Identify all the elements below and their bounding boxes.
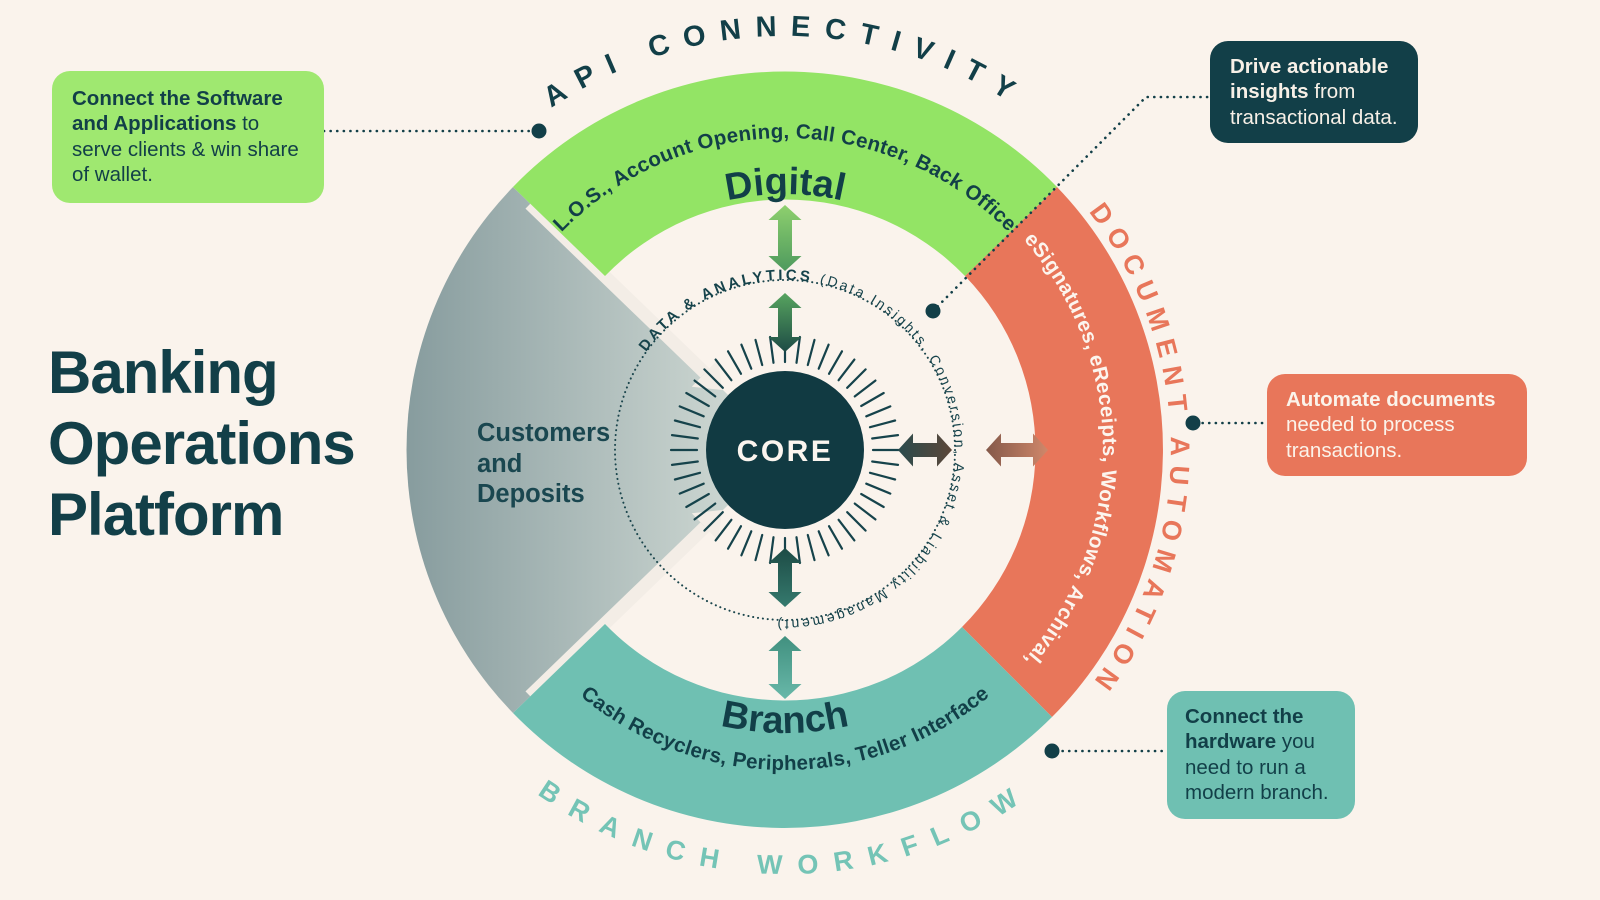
segment-document-automation <box>962 187 1163 717</box>
callout-connectors <box>322 95 1268 759</box>
data-analytics-ring <box>614 279 956 621</box>
callout-text: you need to run a modern branch. <box>1185 730 1329 805</box>
callout-data-insights: Drive actionable insights from transacti… <box>1210 41 1418 144</box>
connector-hardware-dot <box>1044 743 1060 759</box>
digital-label: Digital <box>722 161 850 210</box>
callout-text: needed to process transactions. <box>1286 413 1455 462</box>
core-label: CORE <box>737 435 834 468</box>
core-sunburst-ticks <box>669 334 901 566</box>
page-title-line: Platform <box>48 480 284 548</box>
connector-documents-dot <box>1185 415 1201 431</box>
callout-bold-text: Connect the hardware <box>1185 705 1304 754</box>
page-title-line: Banking <box>48 339 279 406</box>
callout-branch-hardware: Connect the hardware you need to run a m… <box>1167 691 1355 819</box>
core-circle <box>706 371 864 529</box>
customers-deposits-label: Customers and Deposits <box>477 419 611 509</box>
callout-bold-text: Connect the Software and Applications <box>72 87 283 136</box>
customers-to-core-arrows <box>525 199 722 701</box>
callout-bold-text: Automate documents <box>1286 388 1496 411</box>
callout-bold-text: Drive actionable insights <box>1230 55 1389 104</box>
callout-document-automation: Automate documents needed to process tra… <box>1267 374 1527 477</box>
callout-api-connectivity: Connect the Software and Applications to… <box>52 71 324 203</box>
callout-text: to serve clients & win share of wallet. <box>72 112 299 187</box>
segment-customers-deposits <box>406 187 785 713</box>
segment-branch <box>513 624 1052 828</box>
core-exchange-arrows <box>768 205 1048 699</box>
segment-digital <box>513 71 1057 277</box>
branch-label: Branch <box>718 693 851 742</box>
page-title: Banking Operations Platform <box>48 338 356 550</box>
connector-api-dot <box>531 123 547 139</box>
page-title-line: Operations <box>48 409 356 477</box>
connector-insights-dot <box>925 303 941 319</box>
callout-text: from transactional data. <box>1230 80 1398 129</box>
